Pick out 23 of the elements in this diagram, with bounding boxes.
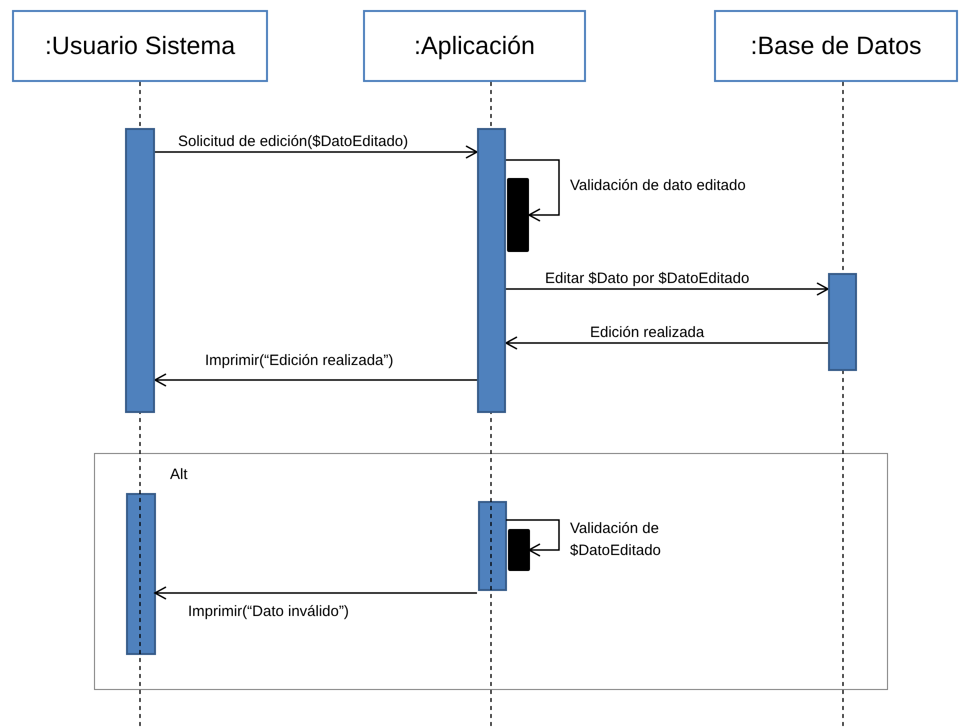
self-message-arrow (506, 159, 560, 222)
participant-box: :Usuario Sistema (12, 10, 268, 82)
activation-bar (478, 501, 507, 591)
message-label: Imprimir(“Edición realizada”) (205, 352, 394, 370)
activation-bar (125, 128, 155, 413)
activation-bar (828, 273, 857, 371)
self-message-arrow (506, 519, 560, 557)
message-arrow (506, 282, 829, 296)
message-arrow (154, 586, 477, 600)
message-label: Solicitud de edición($DatoEditado) (178, 133, 408, 151)
participant-box: :Base de Datos (714, 10, 958, 82)
message-label: Editar $Dato por $DatoEditado (545, 270, 750, 288)
message-arrow (154, 373, 477, 387)
activation-bar (126, 493, 156, 655)
execution-bar (507, 178, 529, 252)
frame-label: Alt (170, 466, 188, 483)
message-arrow (155, 145, 478, 159)
execution-bar (508, 529, 530, 571)
activation-bar (477, 128, 506, 413)
message-arrow (505, 336, 828, 350)
alt-frame (94, 453, 888, 690)
message-label: Imprimir(“Dato inválido”) (188, 603, 349, 621)
participant-box: :Aplicación (363, 10, 586, 82)
